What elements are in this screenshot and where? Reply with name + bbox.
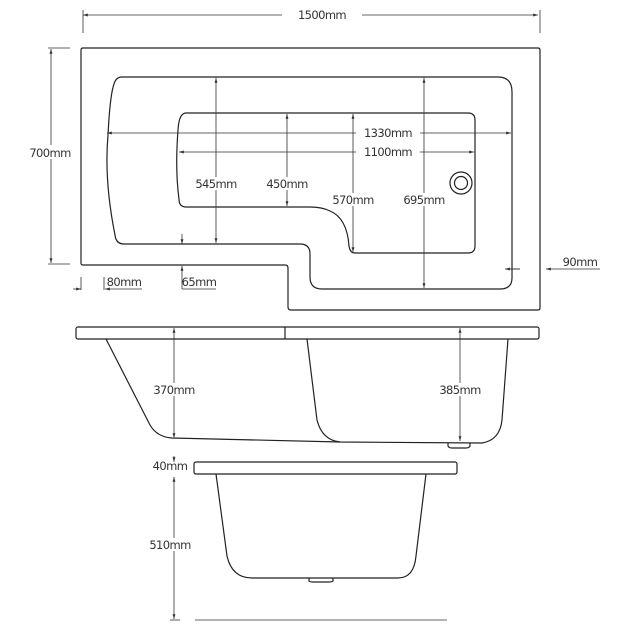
dim-total-height: 510mm xyxy=(149,538,191,552)
dim-rim-right: 90mm xyxy=(563,255,598,269)
end-view: 40mm 510mm xyxy=(148,456,458,621)
dim-depth-left: 370mm xyxy=(153,383,195,397)
side-rim xyxy=(75,326,540,340)
plan-view: 1500mm 700mm 1330mm 1100mm 545mm 450mm 5… xyxy=(26,8,600,311)
dim-depth-right: 385mm xyxy=(439,383,481,397)
dim-inner-length: 1330mm xyxy=(364,126,412,140)
end-rim xyxy=(193,461,458,475)
plan-outer-outline xyxy=(80,47,541,311)
side-view: 370mm 385mm xyxy=(75,326,540,449)
dim-inner-width-right: 695mm xyxy=(403,193,445,207)
dim-rim-left: 80mm xyxy=(107,275,142,289)
plan-floor xyxy=(176,112,476,254)
end-waste xyxy=(308,578,334,583)
dim-inner-width-left: 545mm xyxy=(195,177,237,191)
drain-icon xyxy=(449,171,473,195)
dim-rim-front: 65mm xyxy=(182,275,217,289)
dim-floor-length: 1100mm xyxy=(364,145,412,159)
side-waste xyxy=(447,443,471,449)
dim-overall-length: 1500mm xyxy=(298,8,346,22)
plan-inner-basin xyxy=(106,76,513,290)
dim-floor-width-left: 450mm xyxy=(266,177,308,191)
dim-floor-width-right: 570mm xyxy=(332,193,374,207)
dim-overall-width: 700mm xyxy=(29,146,71,160)
dim-rim-thickness: 40mm xyxy=(153,459,188,473)
side-body-right xyxy=(306,338,509,444)
end-body xyxy=(215,473,427,579)
side-body-left xyxy=(105,338,341,443)
